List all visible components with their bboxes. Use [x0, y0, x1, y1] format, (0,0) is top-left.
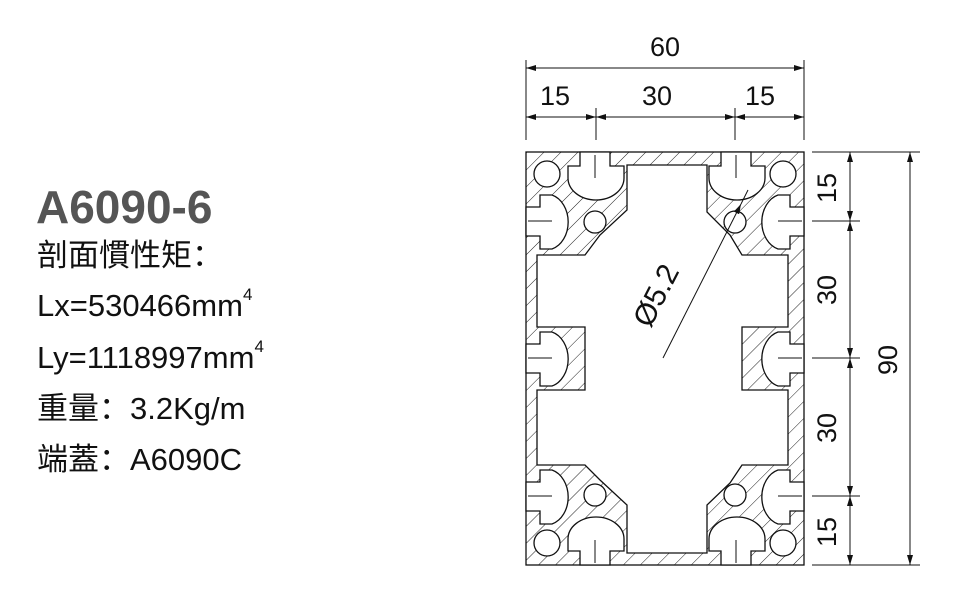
- dim-height-bottom: 15: [812, 517, 842, 547]
- inertia-label: 剖面慣性矩：: [37, 238, 223, 273]
- profile-section: [525, 151, 805, 566]
- dim-width-left: 15: [540, 81, 570, 111]
- dim-height-upper-middle: 30: [812, 275, 842, 305]
- ly-exponent: 4: [254, 337, 264, 356]
- dim-width-middle: 30: [642, 81, 672, 111]
- end-cap: 端蓋：A6090C: [37, 442, 243, 477]
- t-slots: [525, 151, 805, 566]
- corner-holes: [533, 160, 797, 557]
- lx-value: Lx=530466mm: [37, 288, 243, 323]
- lx-exponent: 4: [242, 285, 253, 304]
- dim-width-right: 15: [745, 81, 775, 111]
- dimension-lines: [525, 60, 920, 566]
- inertia-ly: Ly=1118997mm4: [37, 338, 264, 375]
- dim-overall-height: 90: [873, 345, 903, 375]
- dim-overall-width: 60: [650, 32, 680, 62]
- dim-height-lower-middle: 30: [812, 413, 842, 443]
- inertia-lx: Lx=530466mm4: [37, 286, 252, 323]
- dim-height-top: 15: [812, 173, 842, 203]
- weight: 重量：3.2Kg/m: [37, 391, 246, 426]
- ly-value: Ly=1118997mm: [37, 340, 255, 375]
- profile-model-title: A6090-6: [36, 181, 213, 233]
- center-cavity: [536, 164, 789, 554]
